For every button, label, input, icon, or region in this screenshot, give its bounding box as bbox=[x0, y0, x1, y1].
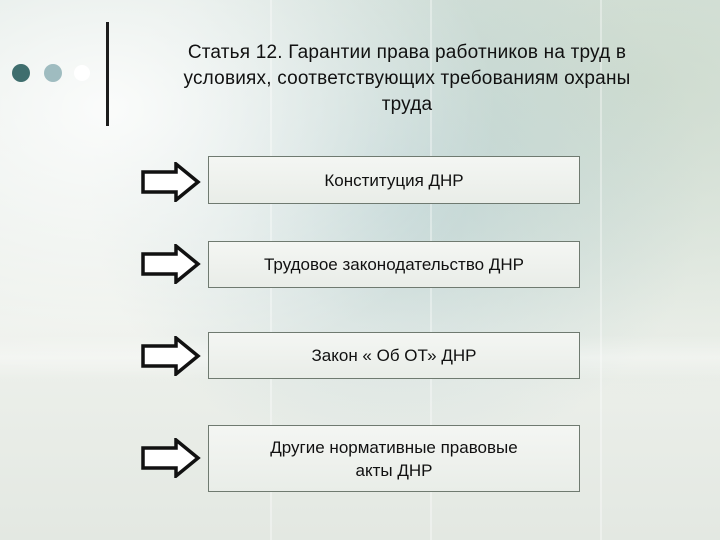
item-label: Другие нормативные правовые bbox=[270, 437, 518, 457]
decor-dot-mid bbox=[44, 64, 62, 82]
title-line: Статья 12. Гарантии права работников на … bbox=[187, 42, 627, 63]
decor-dot-light bbox=[74, 65, 90, 81]
background-stripe bbox=[600, 0, 602, 540]
title-line: труда bbox=[381, 94, 433, 115]
item-box-constitution: Конституция ДНР bbox=[208, 156, 580, 204]
item-box-labor-legislation: Трудовое законодательство ДНР bbox=[208, 241, 580, 288]
arrow-right-icon bbox=[141, 162, 201, 202]
title-line: условиях, соответствующих требованиям ох… bbox=[183, 68, 631, 89]
item-box-ot-law: Закон « Об ОТ» ДНР bbox=[208, 332, 580, 379]
item-label: Конституция ДНР bbox=[324, 170, 464, 190]
arrow-right-icon bbox=[141, 336, 201, 376]
title-divider bbox=[106, 22, 109, 126]
decor-dot-dark bbox=[12, 64, 30, 82]
arrow-right-icon bbox=[141, 438, 201, 478]
item-box-other-acts: Другие нормативные правовые акты ДНР bbox=[208, 425, 580, 492]
item-label: Закон « Об ОТ» ДНР bbox=[311, 346, 477, 365]
item-label: акты ДНР bbox=[355, 460, 433, 480]
arrow-right-icon bbox=[141, 244, 201, 284]
slide-title: Статья 12. Гарантии права работников на … bbox=[118, 40, 696, 118]
item-label: Трудовое законодательство ДНР bbox=[264, 255, 524, 274]
